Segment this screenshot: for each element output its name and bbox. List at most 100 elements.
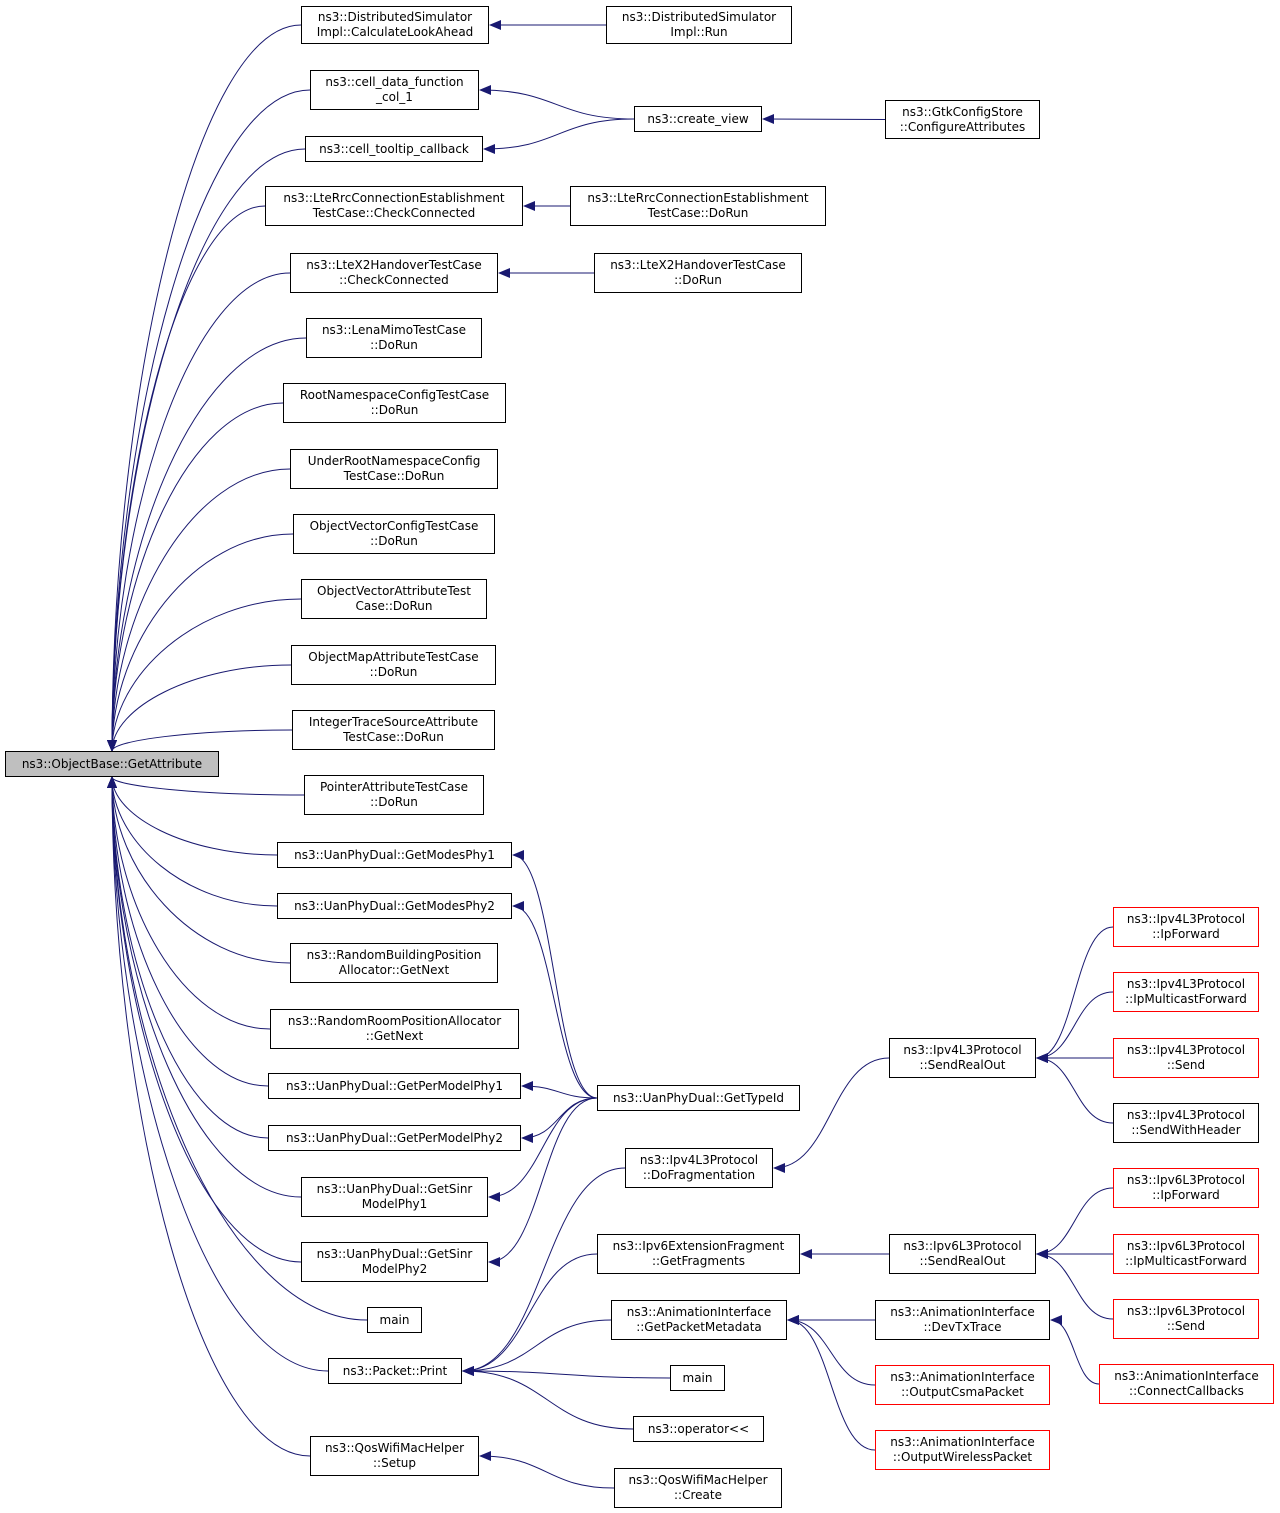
node-cell-tooltip-callback[interactable]: ns3::cell_tooltip_callback — [305, 136, 483, 162]
node-label: ns3::Ipv6ExtensionFragment::GetFragments — [613, 1239, 785, 1269]
node-label-line: Case::DoRun — [355, 599, 433, 613]
node-getmodesphy1[interactable]: ns3::UanPhyDual::GetModesPhy1 — [277, 842, 512, 868]
node-anim-connectcallbacks[interactable]: ns3::AnimationInterface::ConnectCallback… — [1099, 1364, 1274, 1404]
edge — [107, 776, 305, 796]
node-ipv6-ipforward[interactable]: ns3::Ipv6L3Protocol::IpForward — [1113, 1168, 1259, 1208]
node-ipv6-ipmulticastforward[interactable]: ns3::Ipv6L3Protocol::IpMulticastForward — [1113, 1234, 1259, 1274]
node-label-line: ObjectMapAttributeTestCase — [308, 650, 479, 664]
node-anim-outputwirelesspacket[interactable]: ns3::AnimationInterface::OutputWirelessP… — [875, 1430, 1050, 1470]
node-label-line: Allocator::GetNext — [338, 963, 450, 977]
node-ipv4-sendwithheader[interactable]: ns3::Ipv4L3Protocol::SendWithHeader — [1113, 1103, 1259, 1143]
edge — [107, 776, 329, 1372]
node-label-line: ::DoRun — [369, 665, 418, 679]
node-ipv4-ipforward[interactable]: ns3::Ipv4L3Protocol::IpForward — [1113, 907, 1259, 947]
node-qoswifimachelper-setup[interactable]: ns3::QosWifiMacHelper::Setup — [310, 1436, 479, 1476]
node-label-line: ns3::Ipv4L3Protocol — [639, 1153, 759, 1167]
edge — [462, 1319, 612, 1376]
node-qoswifimachelper-create[interactable]: ns3::QosWifiMacHelper::Create — [614, 1468, 782, 1508]
node-anim-devtxtrace[interactable]: ns3::AnimationInterface::DevTxTrace — [875, 1300, 1050, 1340]
node-label-line: ModelPhy2 — [361, 1262, 428, 1276]
node-label-line: ::SendRealOut — [919, 1254, 1006, 1268]
node-create-view[interactable]: ns3::create_view — [634, 106, 762, 132]
node-lenamimo-dorun[interactable]: ns3::LenaMimoTestCase::DoRun — [306, 318, 482, 358]
node-label-line: main — [379, 1312, 410, 1327]
node-operator-ltlt[interactable]: ns3::operator<< — [633, 1416, 764, 1442]
node-label-line: ::IpMulticastForward — [1125, 992, 1247, 1006]
edge — [107, 776, 271, 1030]
node-label-line: ::GetPacketMetadata — [636, 1320, 762, 1334]
node-getpermodelphy2[interactable]: ns3::UanPhyDual::GetPerModelPhy2 — [268, 1125, 521, 1151]
node-label-line: ::IpMulticastForward — [1125, 1254, 1247, 1268]
edge — [1036, 991, 1114, 1063]
edge — [107, 89, 311, 752]
edge — [107, 776, 302, 1198]
node-getmodesphy2[interactable]: ns3::UanPhyDual::GetModesPhy2 — [277, 893, 512, 919]
node-label-line: ::DoRun — [370, 795, 418, 809]
node-label-line: ns3::QosWifiMacHelper — [324, 1441, 465, 1455]
node-anim-outputcsmapacket[interactable]: ns3::AnimationInterface::OutputCsmaPacke… — [875, 1365, 1050, 1405]
edge — [512, 850, 598, 1099]
node-label: ns3::UanPhyDual::GetModesPhy2 — [294, 899, 495, 914]
node-label: ns3::UanPhyDual::GetPerModelPhy1 — [286, 1079, 503, 1094]
node-main-1[interactable]: main — [367, 1307, 422, 1333]
edge — [488, 1097, 598, 1202]
node-label: ns3::RandomRoomPositionAllocator::GetNex… — [288, 1014, 501, 1044]
edge — [787, 1315, 876, 1386]
node-ipv4-sendrealout[interactable]: ns3::Ipv4L3Protocol::SendRealOut — [889, 1038, 1036, 1078]
node-cell-data-function-col-1[interactable]: ns3::cell_data_function_col_1 — [310, 70, 479, 110]
node-label: ns3::AnimationInterface::GetPacketMetada… — [627, 1305, 771, 1335]
node-rootnamespace-dorun[interactable]: RootNamespaceConfigTestCase::DoRun — [283, 383, 506, 423]
edge — [787, 1315, 876, 1451]
node-label-line: ::GetFragments — [651, 1254, 746, 1268]
node-label-line: ns3::UanPhyDual::GetPerModelPhy2 — [285, 1130, 503, 1145]
node-ipv4-send[interactable]: ns3::Ipv4L3Protocol::Send — [1113, 1038, 1259, 1078]
node-objectvectorconfig-dorun[interactable]: ObjectVectorConfigTestCase::DoRun — [293, 514, 495, 554]
node-label-line: _col_1 — [376, 90, 413, 104]
node-anim-getpacketmetadata[interactable]: ns3::AnimationInterface::GetPacketMetada… — [611, 1300, 787, 1340]
node-ltex2-dorun[interactable]: ns3::LteX2HandoverTestCase::DoRun — [594, 253, 802, 293]
edge — [483, 118, 635, 154]
node-randomroom-getnext[interactable]: ns3::RandomRoomPositionAllocator::GetNex… — [270, 1009, 519, 1049]
edge — [521, 1081, 598, 1099]
node-ipv4-dofragmentation[interactable]: ns3::Ipv4L3Protocol::DoFragmentation — [625, 1148, 773, 1188]
node-ipv6extfrag-getfragments[interactable]: ns3::Ipv6ExtensionFragment::GetFragments — [597, 1234, 800, 1274]
node-label-line: ::ConfigureAttributes — [899, 119, 1026, 134]
node-ipv6-sendrealout[interactable]: ns3::Ipv6L3Protocol::SendRealOut — [889, 1234, 1036, 1274]
node-label-line: ns3::Ipv6L3Protocol — [903, 1239, 1022, 1253]
node-label-line: ::DoFragmentation — [642, 1168, 756, 1182]
node-label-line: IntegerTraceSourceAttribute — [308, 715, 479, 729]
node-getpermodelphy1[interactable]: ns3::UanPhyDual::GetPerModelPhy1 — [268, 1073, 521, 1099]
node-pointerattribute-dorun[interactable]: PointerAttributeTestCase::DoRun — [304, 775, 484, 815]
node-label: ns3::Ipv4L3Protocol::Send — [1127, 1043, 1245, 1073]
node-gtkconfigstore-configureattributes[interactable]: ns3::GtkConfigStore::ConfigureAttributes — [885, 100, 1040, 139]
node-ltex2-checkconnected[interactable]: ns3::LteX2HandoverTestCase::CheckConnect… — [290, 253, 498, 293]
node-label-line: ::SendWithHeader — [1131, 1123, 1241, 1137]
node-label-line: ns3::Ipv4L3Protocol — [1126, 1108, 1246, 1122]
node-label-line: UnderRootNamespaceConfig — [307, 454, 481, 468]
node-uanphydual-gettypeid[interactable]: ns3::UanPhyDual::GetTypeId — [597, 1085, 800, 1111]
node-label-line: ::Setup — [372, 1456, 416, 1470]
node-ipv6-send[interactable]: ns3::Ipv6L3Protocol::Send — [1113, 1299, 1259, 1339]
node-label: ns3::ObjectBase::GetAttribute — [22, 757, 202, 772]
node-label-line: ::Send — [1166, 1058, 1206, 1072]
edge — [479, 1451, 615, 1489]
node-label-line: ns3::AnimationInterface — [1114, 1369, 1259, 1383]
node-label: ns3::operator<< — [648, 1422, 749, 1437]
node-objectmapattribute-dorun[interactable]: ObjectMapAttributeTestCase::DoRun — [291, 645, 496, 685]
node-packet-print[interactable]: ns3::Packet::Print — [328, 1358, 462, 1384]
node-ipv4-ipmulticastforward[interactable]: ns3::Ipv4L3Protocol::IpMulticastForward — [1113, 972, 1259, 1012]
node-main-2[interactable]: main — [670, 1365, 725, 1391]
node-label-line: ns3::create_view — [647, 111, 749, 126]
node-label-line: ::GetNext — [365, 1029, 424, 1043]
